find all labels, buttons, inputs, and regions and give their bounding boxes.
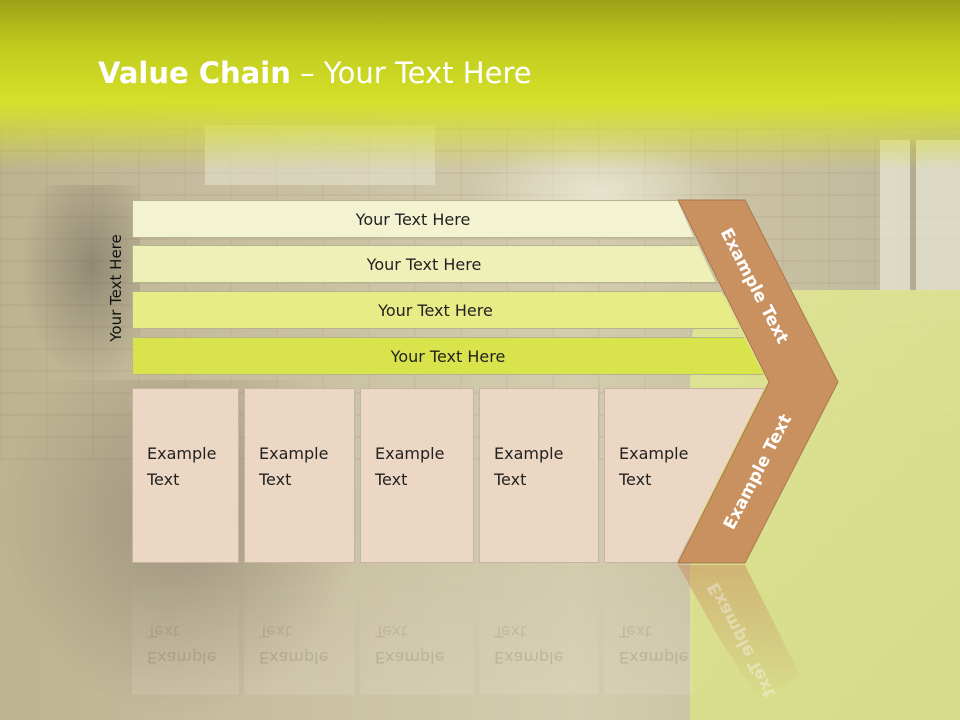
bar-3-label: Your Text Here — [378, 300, 493, 320]
bar-4-label: Your Text Here — [390, 346, 506, 366]
box-4: Example Text — [479, 388, 599, 563]
box-2-label: Example Text — [259, 444, 329, 489]
box-1-reflection: Example Text — [132, 565, 239, 695]
bar-2-label: Your Text Here — [366, 254, 482, 274]
box-5-label: Example Text — [619, 444, 689, 489]
box-1: Example Text — [132, 388, 239, 563]
bar-1: Your Text Here — [132, 200, 694, 238]
bar-4: Your Text Here — [132, 337, 764, 375]
vertical-label: Your Text Here — [107, 234, 125, 342]
box-2-reflection: Example Text — [244, 565, 355, 695]
header-band — [0, 0, 960, 170]
box-2: Example Text — [244, 388, 355, 563]
person-hair — [20, 185, 140, 385]
box-3-reflection: Example Text — [360, 565, 474, 695]
box-3-reflection-label: Example Text — [375, 622, 445, 667]
box-5-reflection-label: Example Text — [619, 622, 689, 667]
box-4-label: Example Text — [494, 444, 564, 489]
bar-1-label: Your Text Here — [355, 209, 471, 229]
bar-2: Your Text Here — [132, 245, 716, 283]
box-1-reflection-label: Example Text — [147, 622, 217, 667]
title-bold: Value Chain — [98, 56, 291, 90]
slide-title: Value Chain – Your Text Here — [98, 56, 532, 90]
box-1-label: Example Text — [147, 444, 217, 489]
box-3: Example Text — [360, 388, 474, 563]
title-rest: – Your Text Here — [290, 56, 532, 90]
box-4-reflection-label: Example Text — [494, 622, 564, 667]
box-5-reflection: Example Text — [604, 565, 694, 695]
box-4-reflection: Example Text — [479, 565, 599, 695]
bar-3: Your Text Here — [132, 291, 739, 329]
box-2-reflection-label: Example Text — [259, 622, 329, 667]
box-3-label: Example Text — [375, 444, 445, 489]
